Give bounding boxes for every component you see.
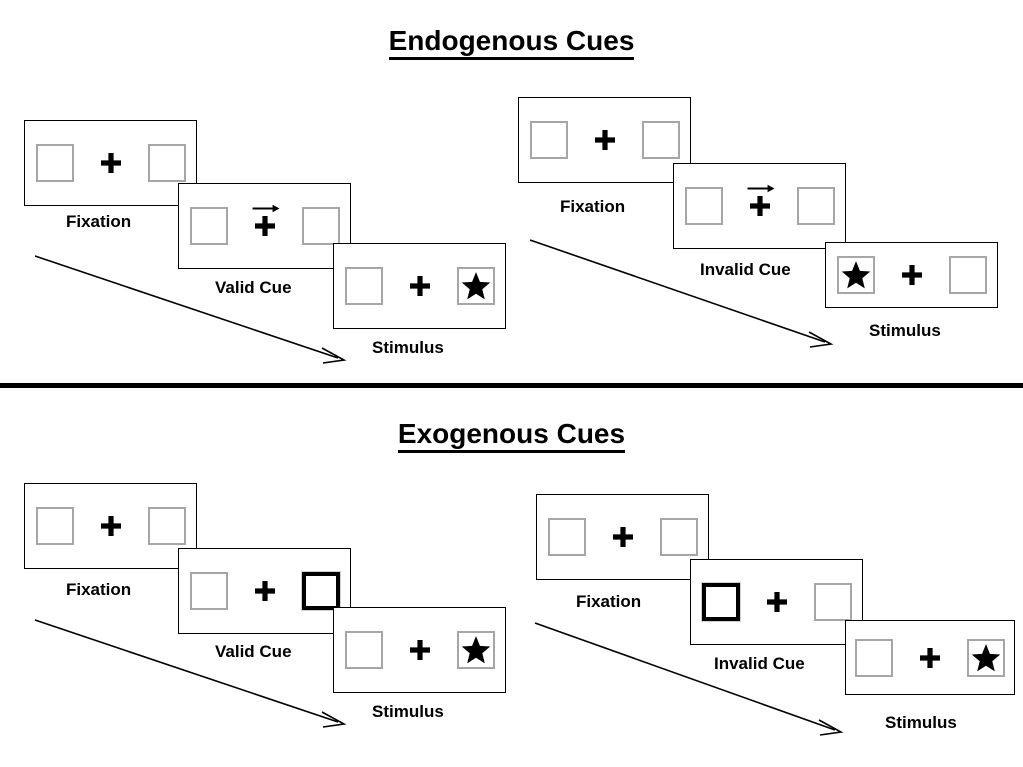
caption-endogenous-invalid-stimulus: Stimulus bbox=[869, 321, 941, 340]
time-arrow-icon bbox=[34, 619, 347, 728]
plus-icon bbox=[902, 265, 922, 285]
plus-icon bbox=[101, 153, 121, 173]
right-box bbox=[641, 121, 680, 159]
panel-exogenous-valid-stimulus bbox=[333, 607, 506, 693]
right-box bbox=[948, 256, 987, 294]
left-box-cued bbox=[700, 582, 741, 622]
left-box bbox=[529, 121, 568, 159]
panel-endogenous-invalid-fixation bbox=[518, 97, 691, 183]
section-title-endogenous-text: Endogenous Cues bbox=[388, 25, 635, 60]
right-box bbox=[659, 518, 698, 556]
star-icon bbox=[461, 271, 491, 301]
star-icon bbox=[971, 643, 1001, 673]
left-box bbox=[836, 256, 875, 294]
caption-endogenous-valid-stimulus: Stimulus bbox=[372, 338, 444, 357]
time-arrow-icon bbox=[34, 255, 347, 364]
panel-exogenous-invalid-fixation bbox=[536, 494, 709, 580]
arrow-right-icon bbox=[746, 183, 774, 194]
panel-exogenous-invalid-stimulus bbox=[845, 620, 1015, 695]
fixation-cross-wrap bbox=[606, 515, 640, 559]
panel-exogenous-invalid-cue bbox=[690, 559, 863, 645]
left-box bbox=[547, 518, 586, 556]
panel-exogenous-valid-fixation bbox=[24, 483, 197, 569]
panel-endogenous-invalid-stimulus bbox=[825, 242, 998, 308]
caption-exogenous-valid-cue: Valid Cue bbox=[215, 642, 292, 661]
caption-exogenous-invalid-stimulus: Stimulus bbox=[885, 713, 957, 732]
panel-exogenous-valid-cue bbox=[178, 548, 351, 634]
right-box bbox=[796, 187, 835, 225]
left-box bbox=[35, 144, 74, 182]
left-box bbox=[189, 572, 228, 610]
fixation-cross-wrap bbox=[743, 184, 777, 228]
caption-endogenous-valid-cue: Valid Cue bbox=[215, 278, 292, 297]
caption-endogenous-invalid-fixation: Fixation bbox=[560, 197, 626, 216]
right-box bbox=[147, 507, 186, 545]
star-icon bbox=[461, 635, 491, 665]
plus-icon bbox=[595, 130, 615, 150]
fixation-cross-wrap bbox=[895, 253, 929, 297]
section-divider bbox=[0, 383, 1023, 388]
panel-endogenous-invalid-cue bbox=[673, 163, 846, 249]
caption-exogenous-valid-fixation: Fixation bbox=[66, 580, 132, 599]
left-box bbox=[344, 267, 383, 305]
fixation-cross-wrap bbox=[94, 141, 128, 185]
caption-exogenous-invalid-cue: Invalid Cue bbox=[714, 654, 805, 673]
fixation-cross-wrap bbox=[248, 569, 282, 613]
caption-exogenous-invalid-fixation: Fixation bbox=[576, 592, 642, 611]
time-arrow-icon bbox=[534, 622, 844, 736]
caption-exogenous-valid-stimulus: Stimulus bbox=[372, 702, 444, 721]
fixation-cross-wrap bbox=[403, 628, 437, 672]
section-title-endogenous: Endogenous Cues bbox=[0, 25, 1023, 60]
right-box bbox=[813, 583, 852, 621]
left-box bbox=[855, 638, 893, 677]
fixation-cross-wrap bbox=[94, 504, 128, 548]
star-icon bbox=[841, 260, 871, 290]
fixation-cross-wrap bbox=[913, 636, 947, 680]
right-box bbox=[967, 638, 1005, 677]
fixation-cross-wrap bbox=[403, 264, 437, 308]
time-arrow-icon bbox=[529, 239, 834, 348]
right-box bbox=[456, 267, 495, 305]
right-box bbox=[456, 631, 495, 669]
plus-icon bbox=[410, 640, 430, 660]
right-box-cued bbox=[300, 571, 341, 611]
arrow-right-icon bbox=[251, 203, 279, 214]
right-box bbox=[147, 144, 186, 182]
fixation-cross-wrap bbox=[248, 204, 282, 248]
panel-endogenous-valid-cue bbox=[178, 183, 351, 269]
fixation-cross-wrap bbox=[588, 118, 622, 162]
caption-endogenous-invalid-cue: Invalid Cue bbox=[700, 260, 791, 279]
plus-icon bbox=[255, 581, 275, 601]
plus-icon bbox=[767, 592, 787, 612]
section-title-exogenous-text: Exogenous Cues bbox=[397, 418, 626, 453]
plus-icon bbox=[920, 648, 940, 668]
left-box bbox=[189, 207, 228, 245]
section-title-exogenous: Exogenous Cues bbox=[0, 418, 1023, 453]
plus-icon bbox=[613, 527, 633, 547]
panel-endogenous-valid-stimulus bbox=[333, 243, 506, 329]
left-box bbox=[684, 187, 723, 225]
plus-icon bbox=[101, 516, 121, 536]
plus-icon bbox=[255, 216, 275, 236]
plus-icon bbox=[410, 276, 430, 296]
caption-endogenous-valid-fixation: Fixation bbox=[66, 212, 132, 231]
plus-icon bbox=[750, 196, 770, 216]
left-box bbox=[35, 507, 74, 545]
left-box bbox=[344, 631, 383, 669]
panel-endogenous-valid-fixation bbox=[24, 120, 197, 206]
right-box bbox=[301, 207, 340, 245]
